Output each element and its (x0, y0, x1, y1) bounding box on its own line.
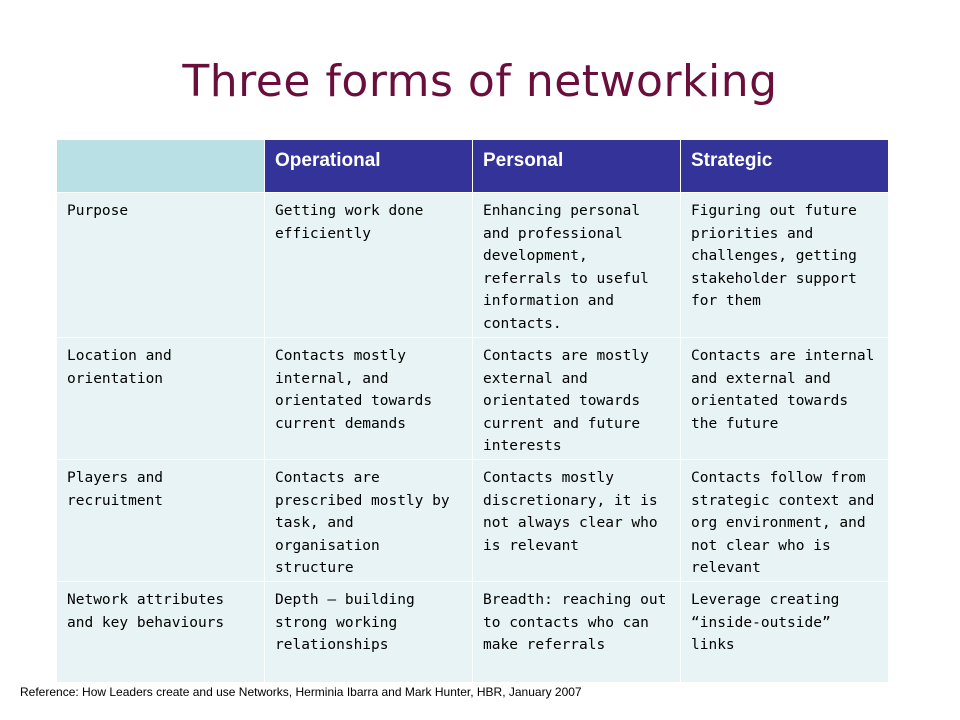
cell-personal: Contacts mostly discretionary, it is not… (472, 459, 681, 582)
header-corner-cell (56, 139, 265, 193)
table-row-location: Location and orientation Contacts mostly… (56, 337, 889, 460)
row-label: Purpose (56, 192, 265, 338)
cell-operational: Depth – building strong working relation… (264, 581, 473, 683)
networking-table: Operational Personal Strategic Purpose G… (56, 139, 889, 683)
slide-title: Three forms of networking (182, 56, 778, 107)
row-label: Location and orientation (56, 337, 265, 460)
header-strategic: Strategic (680, 139, 889, 193)
cell-operational: Contacts are prescribed mostly by task, … (264, 459, 473, 582)
header-row: Operational Personal Strategic (56, 139, 889, 193)
cell-operational: Contacts mostly internal, and orientated… (264, 337, 473, 460)
header-operational: Operational (264, 139, 473, 193)
row-label: Network attributes and key behaviours (56, 581, 265, 683)
cell-strategic: Contacts are internal and external and o… (680, 337, 889, 460)
table-row-attributes: Network attributes and key behaviours De… (56, 581, 889, 683)
cell-strategic: Leverage creating “inside-outside” links (680, 581, 889, 683)
cell-personal: Contacts are mostly external and orienta… (472, 337, 681, 460)
row-label: Players and recruitment (56, 459, 265, 582)
cell-personal: Breadth: reaching out to contacts who ca… (472, 581, 681, 683)
cell-strategic: Figuring out future priorities and chall… (680, 192, 889, 338)
table-row-purpose: Purpose Getting work done efficiently En… (56, 192, 889, 338)
header-personal: Personal (472, 139, 681, 193)
cell-operational: Getting work done efficiently (264, 192, 473, 338)
cell-personal: Enhancing personal and professional deve… (472, 192, 681, 338)
reference-footnote: Reference: How Leaders create and use Ne… (20, 685, 582, 699)
cell-strategic: Contacts follow from strategic context a… (680, 459, 889, 582)
table-row-players: Players and recruitment Contacts are pre… (56, 459, 889, 582)
